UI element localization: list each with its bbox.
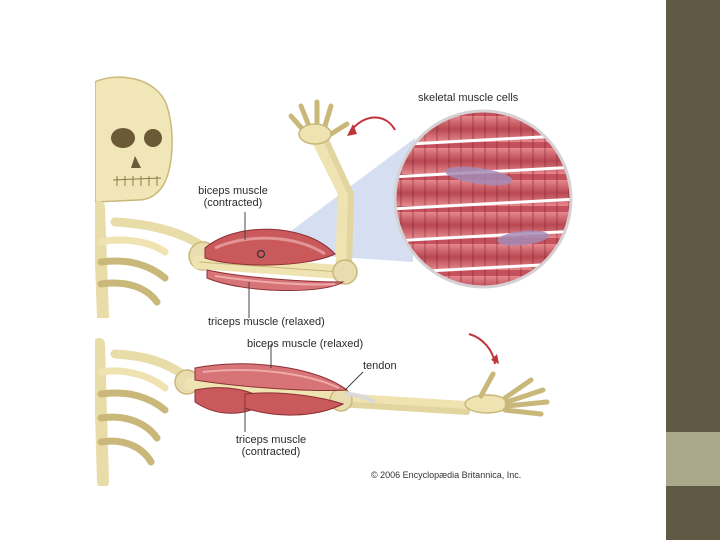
muscle-cells-magnified [395,111,571,287]
hand-raised [288,99,350,145]
label-skeletal-muscle-cells: skeletal muscle cells [418,92,519,104]
elbow-top [332,259,358,285]
humerus-bottom [184,377,346,405]
biceps-zoom-marker [256,249,266,259]
forearm-extended [334,393,470,411]
muscle-diagram-art [95,72,577,486]
label-biceps-relaxed: biceps muscle (relaxed) [247,338,364,350]
label-triceps-relaxed: triceps muscle (relaxed) [208,316,325,328]
label-triceps-contracted-line2: (contracted) [241,446,301,458]
hand-extended [464,371,550,417]
leader-lines-top [244,212,250,318]
skull [95,76,173,203]
slide-sidebar-accent-block [666,432,720,486]
leader-lines-bottom [244,344,364,432]
tendon-shape [344,392,376,404]
ribcage-bottom [95,338,169,486]
ribcage-top [95,201,169,323]
label-biceps-contracted-line2: (contracted) [203,197,263,209]
label-triceps-contracted-line1: triceps muscle [235,434,307,446]
label-triceps-contracted: triceps muscle (contracted) [227,434,315,458]
extension-arrow [468,333,496,365]
biceps-contracted-shape [204,228,336,266]
label-tendon: tendon [363,360,397,372]
label-biceps-contracted: biceps muscle (contracted) [190,185,276,209]
muscle-diagram: skeletal muscle cells biceps muscle (con… [95,72,577,486]
label-biceps-contracted-line1: biceps muscle [198,185,268,197]
forearm-raised [309,130,349,274]
copyright-notice: © 2006 Encyclopædia Britannica, Inc. [371,470,522,480]
